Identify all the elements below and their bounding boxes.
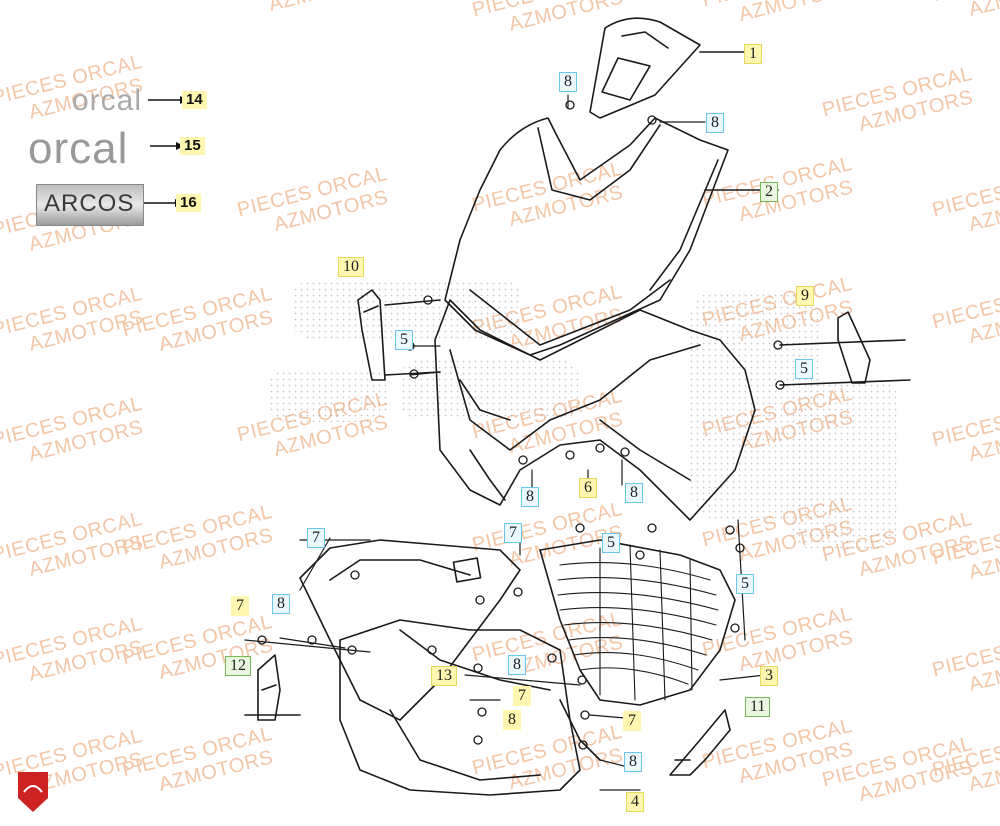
part-visor	[589, 17, 746, 119]
callout-part-2: 2	[760, 182, 778, 202]
label-14: 14	[182, 91, 207, 109]
callout-part-5: 5	[602, 533, 620, 553]
callout-part-7: 7	[513, 686, 531, 706]
callout-part-8: 8	[559, 72, 577, 92]
callout-part-5: 5	[795, 359, 813, 379]
logo-orcal-small: orcal	[72, 84, 143, 117]
dotted-background-lettering	[268, 280, 900, 550]
logo-arcos-plate	[36, 184, 144, 226]
callout-part-10: 10	[338, 257, 364, 277]
callout-part-8: 8	[272, 594, 290, 614]
callout-part-1: 1	[744, 44, 762, 64]
part-right-indicator	[779, 311, 911, 386]
part-left-inner-panel	[299, 539, 521, 721]
callout-part-11: 11	[745, 697, 771, 717]
callout-part-5: 5	[395, 330, 413, 350]
part-lower-apron	[339, 619, 601, 796]
callout-part-6: 6	[579, 478, 597, 498]
callout-part-8: 8	[503, 710, 521, 730]
callout-part-5: 5	[736, 574, 754, 594]
part-left-bracket	[244, 654, 301, 721]
logo-arcos: ARCOS	[44, 190, 135, 217]
callout-part-9: 9	[796, 286, 814, 306]
callout-part-3: 3	[760, 666, 778, 686]
callout-part-8: 8	[521, 487, 539, 507]
part-lower-body	[434, 299, 756, 521]
callout-part-12: 12	[225, 656, 251, 676]
logo-orcal-large: orcal	[28, 124, 129, 173]
callout-part-8: 8	[625, 483, 643, 503]
label-16: 16	[176, 194, 201, 212]
azmotors-badge-icon	[18, 772, 48, 812]
part-right-bracket	[669, 709, 731, 776]
callout-part-7: 7	[504, 523, 522, 543]
callout-part-7: 7	[231, 596, 249, 616]
callout-part-4: 4	[626, 792, 644, 812]
part-front-shield	[444, 117, 779, 356]
callout-part-13: 13	[431, 666, 457, 686]
callout-part-8: 8	[624, 752, 642, 772]
callout-part-8: 8	[508, 655, 526, 675]
fasteners	[257, 100, 785, 750]
callout-part-7: 7	[623, 711, 641, 731]
part-grille	[539, 539, 736, 706]
callout-part-8: 8	[706, 113, 724, 133]
label-15: 15	[180, 137, 205, 155]
callout-part-7: 7	[307, 528, 325, 548]
